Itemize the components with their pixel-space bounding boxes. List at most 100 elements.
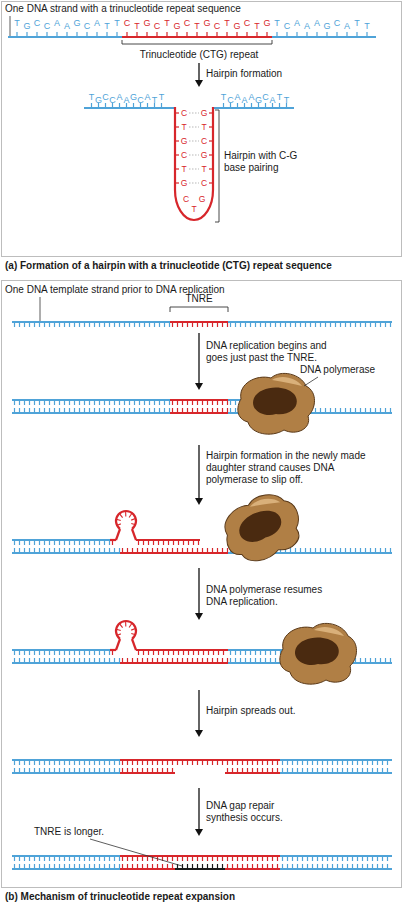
dna-base: [317, 760, 318, 765]
dna-base: [149, 400, 150, 405]
dna-base: [227, 400, 228, 405]
dna-backbone: [280, 759, 392, 761]
dna-base: [202, 856, 203, 861]
dna-base: [207, 658, 208, 663]
sequence-letter: T: [180, 122, 188, 132]
dna-backbone: [280, 855, 392, 857]
dna-base: [192, 856, 193, 861]
dna-base: [154, 400, 155, 405]
dna-base: [104, 658, 105, 663]
dna-base: [69, 658, 70, 663]
dna-base: [44, 540, 45, 545]
sequence-letter: A: [248, 92, 255, 102]
dna-base: [390, 322, 391, 327]
dna-base: [136, 32, 137, 37]
dna-base: [104, 856, 105, 861]
dna-base: [69, 322, 70, 327]
dna-base: [218, 650, 219, 655]
dna-backbone: [120, 662, 228, 664]
dna-base: [29, 400, 30, 405]
dna-base: [127, 864, 128, 869]
dna-base: [29, 864, 30, 869]
dna-base: [217, 408, 218, 413]
dna-base: [262, 864, 263, 869]
dna-base: [390, 548, 391, 553]
dna-base: [317, 864, 318, 869]
dna-base: [282, 864, 283, 869]
sequence-letter: A: [144, 92, 151, 102]
dna-base: [166, 32, 167, 37]
dna-base: [74, 322, 75, 327]
base-pair: [189, 169, 199, 170]
dna-base: [177, 322, 178, 327]
dna-base: [154, 408, 155, 413]
dna-base: [137, 760, 138, 765]
dna-base: [157, 760, 158, 765]
sequence-flank: TGCCAAGCATT: [88, 92, 165, 105]
dna-base: [34, 408, 35, 413]
dna-base: [335, 322, 336, 327]
dna-base: [149, 322, 150, 327]
dna-base: [49, 760, 50, 765]
dna-base: [380, 658, 381, 663]
step-arrow: [198, 333, 199, 384]
dna-base: [202, 400, 203, 405]
dna-base: [346, 32, 347, 37]
dna-base: [64, 864, 65, 869]
sequence-letter: T: [222, 18, 232, 28]
dna-base: [375, 322, 376, 327]
dna-base: [147, 548, 148, 553]
dna-base: [367, 864, 368, 869]
dna-base: [116, 519, 120, 520]
dna-base: [39, 864, 40, 869]
dna-base: [122, 856, 123, 861]
dna-base: [251, 103, 252, 108]
dna-base: [114, 408, 115, 413]
dna-base: [114, 322, 115, 327]
dna-base: [370, 408, 371, 413]
dna-base: [357, 856, 358, 861]
dna-base: [164, 400, 165, 405]
dna-base: [227, 408, 228, 413]
dna-base: [127, 658, 128, 663]
dna-base: [157, 768, 158, 773]
dna-base: [162, 768, 163, 773]
dna-base: [84, 658, 85, 663]
dna-base: [355, 322, 356, 327]
dna-base: [44, 408, 45, 413]
dna-base: [89, 760, 90, 765]
dna-base: [129, 624, 132, 628]
dna-base: [79, 650, 80, 655]
dna-base: [39, 760, 40, 765]
dna-base: [59, 548, 60, 553]
dna-base: [390, 408, 391, 413]
sequence-letter: T: [283, 95, 290, 105]
dna-base: [230, 650, 231, 655]
dna-base: [337, 856, 338, 861]
step-label: DNA polymerase resumes DNA replication.: [206, 584, 334, 608]
sequence-letter: G: [232, 21, 242, 31]
dna-base: [39, 856, 40, 861]
hairpin-backbone: [175, 107, 213, 220]
hairpin-sequence: CTGCTGCTGCTGCTG: [176, 106, 216, 226]
polymerase-cleft: [295, 638, 339, 665]
dna-base: [173, 540, 174, 545]
dna-base: [330, 322, 331, 327]
dna-base: [292, 864, 293, 869]
dna-base: [227, 768, 228, 773]
sequence-letter: T: [252, 21, 262, 31]
sequence-letter: C: [180, 108, 188, 118]
dna-base: [206, 32, 207, 37]
dna-base: [94, 540, 95, 545]
dna-base: [310, 322, 311, 327]
dna-base: [385, 408, 386, 413]
dna-base: [134, 322, 135, 327]
dna-base: [172, 408, 173, 413]
step-label: DNA replication begins and goes just pas…: [206, 340, 346, 364]
dna-base: [147, 760, 148, 765]
dna-base: [163, 650, 164, 655]
dna-base: [39, 540, 40, 545]
dna-base: [19, 658, 20, 663]
dna-base: [217, 760, 218, 765]
dna-base: [99, 856, 100, 861]
